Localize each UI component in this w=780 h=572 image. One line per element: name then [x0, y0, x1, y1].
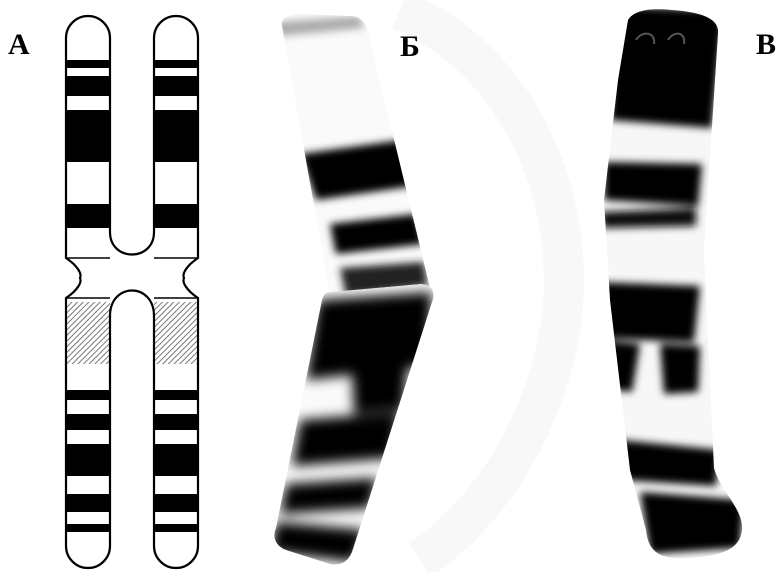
left-chromatid-q-arm: [66, 390, 110, 532]
right-chromatid-q-arm: [154, 390, 198, 532]
left-chromatid-p-arm: [66, 16, 110, 258]
right-hatched-region: [154, 302, 198, 364]
panel-label-a: А: [8, 30, 30, 60]
left-hatched-region: [66, 302, 110, 364]
panel-label-b: Б: [400, 32, 420, 62]
ideogram-chromosome: [66, 16, 198, 568]
micrograph-chromosome-c: [596, 6, 744, 558]
right-chromatid-p-arm: [154, 16, 198, 258]
panel-label-c: В: [756, 30, 776, 60]
micrograph-chromosome-b: [270, 10, 564, 565]
